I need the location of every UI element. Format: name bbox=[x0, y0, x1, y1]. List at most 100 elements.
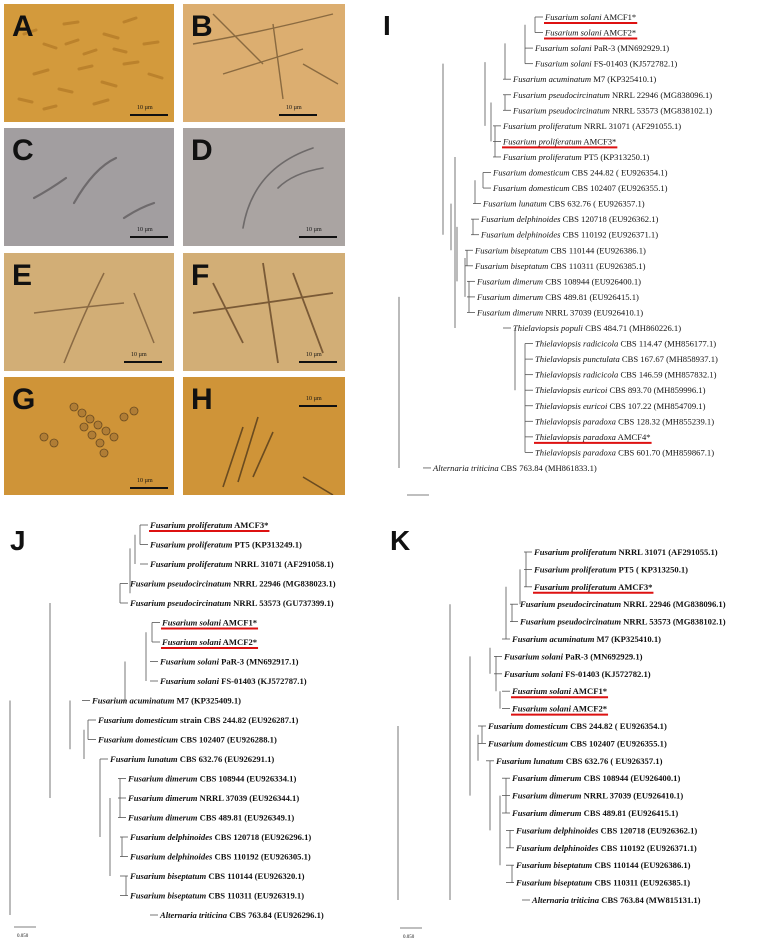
taxon-label: Fusarium dimerum NRRL 37039 (EU926410.1) bbox=[476, 307, 643, 317]
taxon-strain: CBS 120718 (EU926362.1) bbox=[598, 825, 697, 835]
taxon-strain: NRRL 22946 (MG838096.1) bbox=[610, 90, 712, 100]
taxon-species: Fusarium proliferatum bbox=[533, 547, 617, 557]
panel-label: C bbox=[12, 134, 34, 167]
taxon-strain: CBS 763.84 (EU926296.1) bbox=[227, 910, 324, 920]
taxon-label: Fusarium solani PaR-3 (MN692917.1) bbox=[159, 657, 299, 667]
taxon-species: Fusarium solani bbox=[503, 669, 564, 679]
taxon-species: Fusarium biseptatum bbox=[515, 860, 592, 870]
taxon-label: Thielaviopsis populi CBS 484.71 (MH86022… bbox=[513, 323, 681, 333]
taxon-label: Thielaviopsis paradoxa CBS 601.70 (MH859… bbox=[535, 447, 714, 457]
taxon-label: Thielaviopsis paradoxa CBS 128.32 (MH855… bbox=[535, 416, 714, 426]
taxon-species: Fusarium lunatum bbox=[482, 199, 547, 209]
taxon-strain: NRRL 53573 (MG838102.1) bbox=[621, 617, 726, 627]
taxon-strain: PT5 (KP313250.1) bbox=[582, 152, 650, 162]
taxon-label: Fusarium domesticum CBS 244.82 ( EU92635… bbox=[487, 721, 667, 731]
taxon-strain: NRRL 37039 (EU926410.1) bbox=[582, 791, 684, 801]
taxon-label: Alternaria triticina CBS 763.84 (MW81513… bbox=[531, 895, 701, 905]
taxon-species: Thielaviopsis paradoxa bbox=[535, 432, 616, 442]
taxon-strain: CBS 120718 (EU926296.1) bbox=[212, 832, 311, 842]
taxon-label: Fusarium pseudocircinatum NRRL 53573 (MG… bbox=[519, 617, 726, 627]
taxon-label: Fusarium dimerum NRRL 37039 (EU926344.1) bbox=[127, 793, 299, 803]
phylogenetic-tree-i: Fusarium solani AMCF1* Fusarium solani AM… bbox=[398, 12, 718, 496]
taxon-species: Fusarium biseptatum bbox=[515, 878, 592, 888]
taxon-label: Fusarium dimerum CBS 108944 (EU926400.1) bbox=[476, 276, 641, 286]
taxon-label: Thielaviopsis radicicola CBS 146.59 (MH8… bbox=[535, 370, 717, 380]
taxon-species: Fusarium domesticum bbox=[487, 721, 568, 731]
taxon-strain: CBS 110311 (EU926319.1) bbox=[206, 891, 304, 901]
taxon-label: Fusarium pseudocircinatum NRRL 53573 (GU… bbox=[129, 598, 334, 608]
taxon-strain: CBS 120718 (EU926362.1) bbox=[561, 214, 659, 224]
taxon-strain: CBS 114.47 (MH856177.1) bbox=[618, 339, 716, 349]
taxon-strain: CBS 108944 (EU926400.1) bbox=[582, 773, 681, 783]
taxon-label: Fusarium domesticum CBS 102407 (EU926288… bbox=[97, 735, 277, 745]
taxon-species: Thielaviopsis punctulata bbox=[535, 354, 620, 364]
taxon-species: Fusarium proliferatum bbox=[149, 520, 233, 530]
taxon-species: Fusarium domesticum bbox=[97, 715, 178, 725]
taxon-strain: NRRL 31071 (AF291055.1) bbox=[582, 121, 682, 131]
taxon-label: Fusarium domesticum CBS 102407 (EU926355… bbox=[492, 183, 668, 193]
taxon-species: Thielaviopsis paradoxa bbox=[535, 416, 616, 426]
taxon-label: Fusarium dimerum CBS 489.81 (EU926349.1) bbox=[127, 813, 294, 823]
micrograph-d: D 10 µm bbox=[183, 128, 345, 246]
phylogenetic-tree-j: Fusarium proliferatum AMCF3*Fusarium pro… bbox=[9, 520, 336, 939]
taxon-label: Fusarium dimerum CBS 108944 (EU926400.1) bbox=[511, 773, 680, 783]
taxon-strain: CBS 763.84 (MW815131.1) bbox=[599, 895, 701, 905]
taxon-species: Fusarium delphinoides bbox=[515, 825, 599, 835]
micrograph-b: B 10 µm bbox=[183, 4, 345, 122]
taxon-label: Fusarium delphinoides CBS 120718 (EU9263… bbox=[515, 825, 697, 835]
micrograph-a: A 10 µm bbox=[4, 4, 174, 122]
taxon-species: Fusarium solani bbox=[544, 12, 602, 22]
taxon-strain: PT5 (KP313249.1) bbox=[232, 540, 302, 550]
taxon-label: Fusarium lunatum CBS 632.76 (EU926291.1) bbox=[109, 754, 274, 764]
taxon-label: Thielaviopsis radicicola CBS 114.47 (MH8… bbox=[535, 339, 716, 349]
taxon-species: Fusarium solani bbox=[544, 28, 602, 38]
taxon-species: Fusarium domesticum bbox=[487, 738, 568, 748]
scale-bar bbox=[124, 361, 162, 363]
taxon-strain: CBS 489.81 (EU926415.1) bbox=[582, 808, 679, 818]
taxon-strain: CBS 102407 (EU926288.1) bbox=[178, 735, 277, 745]
micrograph-e-image bbox=[4, 253, 174, 371]
taxon-species: Fusarium lunatum bbox=[109, 754, 178, 764]
taxon-species: Fusarium solani bbox=[503, 651, 564, 661]
taxon-strain: M7 (KP325410.1) bbox=[594, 634, 661, 644]
taxon-strain: CBS 893.70 (MH859996.1) bbox=[607, 385, 705, 395]
taxon-label: Fusarium biseptatum CBS 110311 (EU926385… bbox=[515, 878, 690, 888]
taxon-species: Thielaviopsis euricoi bbox=[535, 401, 608, 411]
taxon-label: Thielaviopsis punctulata CBS 167.67 (MH8… bbox=[535, 354, 718, 364]
taxon-label: Fusarium solani AMCF1* bbox=[161, 618, 257, 628]
taxon-strain: CBS 110192 (EU926371.1) bbox=[598, 843, 696, 853]
taxon-label: Fusarium proliferatum PT5 (KP313249.1) bbox=[149, 540, 302, 550]
taxon-strain: PaR-3 (MN692929.1) bbox=[592, 43, 670, 53]
taxon-label: Fusarium proliferatum PT5 ( KP313250.1) bbox=[533, 564, 688, 574]
taxon-strain: CBS 632.76 ( EU926357.1) bbox=[547, 199, 645, 209]
taxon-species: Fusarium solani bbox=[161, 637, 222, 647]
taxon-strain: CBS 108944 (EU926400.1) bbox=[543, 276, 641, 286]
taxon-species: Fusarium acuminatum bbox=[91, 696, 175, 706]
taxon-strain: CBS 763.84 (MH861833.1) bbox=[499, 463, 597, 473]
taxon-strain: CBS 107.22 (MH854709.1) bbox=[607, 401, 705, 411]
taxon-label: Fusarium solani AMCF2* bbox=[544, 28, 636, 38]
panel-label-k: K bbox=[390, 525, 411, 556]
micrograph-f-image bbox=[183, 253, 345, 371]
taxon-strain: CBS 167.67 (MH858937.1) bbox=[620, 354, 718, 364]
taxon-species: Thielaviopsis euricoi bbox=[535, 385, 608, 395]
scale-bar bbox=[299, 405, 337, 407]
taxon-label: Fusarium solani PaR-3 (MN692929.1) bbox=[503, 651, 643, 661]
taxon-species: Fusarium proliferatum bbox=[502, 121, 582, 131]
taxon-species: Alternaria triticina bbox=[432, 463, 499, 473]
taxon-label: Fusarium solani AMCF1* bbox=[544, 12, 636, 22]
taxon-label: Fusarium biseptatum CBS 110144 (EU926320… bbox=[129, 871, 305, 881]
taxon-label: Fusarium lunatum CBS 632.76 ( EU926357.1… bbox=[495, 756, 663, 766]
taxon-species: Fusarium dimerum bbox=[476, 307, 543, 317]
micrograph-a-image bbox=[4, 4, 174, 122]
taxon-species: Fusarium delphinoides bbox=[129, 852, 213, 862]
taxon-strain: NRRL 22946 (MG838023.1) bbox=[231, 579, 336, 589]
taxon-strain: strain CBS 244.82 (EU926287.1) bbox=[178, 715, 298, 725]
micrograph-f: F 10 µm bbox=[183, 253, 345, 371]
taxon-species: Fusarium pseudocircinatum bbox=[129, 598, 231, 608]
taxon-label: Fusarium acuminatum M7 (KP325410.1) bbox=[511, 634, 661, 644]
taxon-label: Fusarium delphinoides CBS 120718 (EU9262… bbox=[129, 832, 311, 842]
taxon-label: Fusarium domesticum CBS 244.82 ( EU92635… bbox=[492, 168, 668, 178]
taxon-label: Fusarium solani FS-01403 (KJ572782.1) bbox=[503, 669, 651, 679]
taxon-label: Fusarium proliferatum AMCF3* bbox=[533, 582, 652, 592]
